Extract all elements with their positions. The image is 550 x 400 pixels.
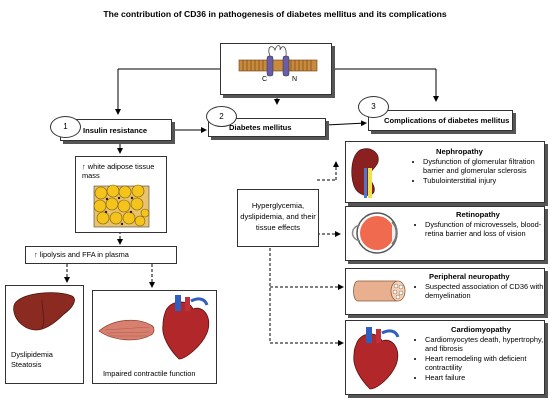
retinopathy-points: Dysfunction of microvessels, blood-retin… — [414, 220, 550, 239]
diabetes-mellitus-label: Diabetes mellitus — [229, 123, 292, 132]
step-3-number: 3 — [371, 102, 376, 111]
cardiomyopathy-box: Cardiomyopathy Cardiomyocytes death, hyp… — [345, 320, 545, 395]
step-1-number: 1 — [63, 122, 68, 131]
diabetes-mellitus-box: Diabetes mellitus — [208, 118, 326, 137]
insulin-resistance-label: Insulin resistance — [83, 126, 148, 135]
steatosis-label: Steatosis — [11, 360, 42, 369]
nephropathy-box: Nephropathy Dysfunction of glomerular fi… — [345, 141, 545, 203]
neuropathy-box: Peripheral neuropathy Suspected associat… — [345, 268, 545, 315]
cd36-membrane-box: C N — [220, 43, 332, 95]
cardiomyopathy-point-2: Heart remodeling with deficient contract… — [425, 354, 550, 372]
nephropathy-point-1: Dysfunction of glomerular filtration bar… — [423, 157, 550, 175]
eye-icon — [351, 212, 398, 254]
contractile-label: Impaired contractile function — [103, 369, 196, 378]
nerve-icon — [353, 280, 406, 302]
complications-label: Complications of diabetes mellitus — [384, 116, 510, 125]
cardiomyopathy-points: Cardiomyocytes death, hypertrophy, and f… — [414, 335, 550, 383]
hyperglycemia-label: Hyperglycemia, dyslipidemia, and their t… — [240, 201, 316, 232]
step-2-badge: 2 — [206, 106, 237, 127]
cardiomyopathy-point-3: Heart failure — [425, 373, 550, 382]
c-terminus-label: C — [262, 76, 268, 83]
neuropathy-point-1: Suspected association of CD36 with demye… — [425, 282, 550, 300]
step-2-number: 2 — [219, 112, 224, 121]
contractile-box: Impaired contractile function — [92, 290, 217, 384]
retinopathy-point-1: Dysfunction of microvessels, blood-retin… — [425, 220, 550, 238]
retinopathy-box: Retinopathy Dysfunction of microvessels,… — [345, 206, 545, 261]
neuropathy-points: Suspected association of CD36 with demye… — [414, 282, 550, 301]
adipocytes-icon — [93, 184, 150, 228]
adipose-label: white adipose tissue mass — [82, 162, 155, 180]
increase-arrow-icon: ↑ — [82, 162, 86, 171]
muscle-heart-icon — [98, 295, 210, 360]
n-terminus-label: N — [292, 76, 298, 83]
heart-icon — [353, 327, 400, 390]
adipose-tissue-box: ↑ white adipose tissue mass — [75, 156, 167, 233]
step-3-badge: 3 — [358, 96, 389, 118]
diagram-title: The contribution of CD36 in pathogenesis… — [103, 9, 447, 19]
step-1-badge: 1 — [50, 116, 81, 138]
nephropathy-points: Dysfunction of glomerular filtration bar… — [412, 157, 550, 186]
kidney-icon — [351, 148, 379, 198]
adipose-text: ↑ white adipose tissue mass — [82, 162, 164, 180]
dyslipidemia-label: Dyslipidemia — [11, 350, 53, 359]
cd36-receptor-icon — [238, 45, 318, 77]
lipolysis-label: lipolysis and FFA in plasma — [39, 250, 129, 259]
lipolysis-box: ↑ lipolysis and FFA in plasma — [25, 246, 177, 264]
cardiomyopathy-point-1: Cardiomyocytes death, hypertrophy, and f… — [425, 335, 550, 353]
nephropathy-point-2: Tubulointerstitial injury — [423, 176, 550, 185]
nephropathy-title: Nephropathy — [436, 147, 483, 156]
cardiomyopathy-title: Cardiomyopathy — [451, 325, 511, 334]
insulin-resistance-box: Insulin resistance — [60, 119, 172, 141]
increase-arrow-icon-2: ↑ — [34, 250, 38, 259]
liver-icon — [13, 292, 75, 331]
neuropathy-title: Peripheral neuropathy — [429, 272, 510, 281]
hyperglycemia-box: Hyperglycemia, dyslipidemia, and their t… — [237, 189, 319, 247]
complications-box: Complications of diabetes mellitus — [368, 110, 513, 131]
retinopathy-title: Retinopathy — [456, 210, 500, 219]
liver-box: Dyslipidemia Steatosis — [5, 285, 84, 384]
lipolysis-text: ↑ lipolysis and FFA in plasma — [34, 250, 129, 259]
